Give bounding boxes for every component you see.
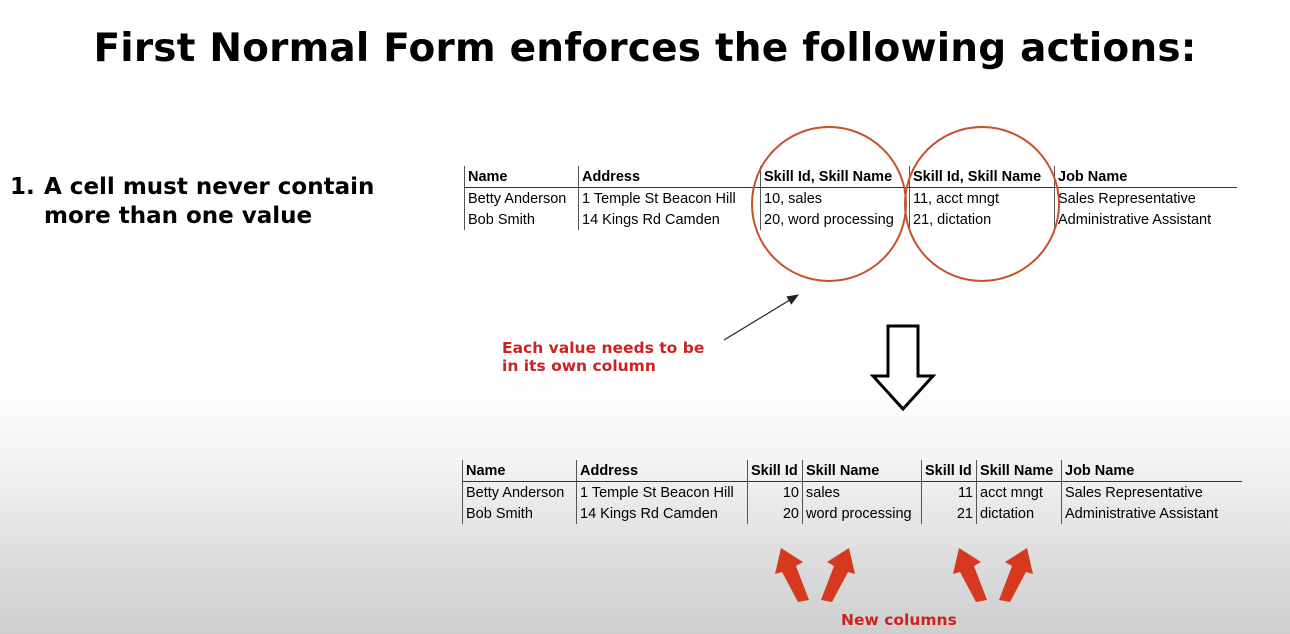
header-cell: Skill Id (921, 460, 977, 482)
header-cell: Address (578, 166, 761, 188)
table-row: Bob Smith 14 Kings Rd Camden 20 word pro… (462, 503, 1242, 524)
rule-line-2: more than one value (44, 203, 313, 229)
table-header-row: Name Address Skill Id, Skill Name Skill … (464, 166, 1237, 188)
table-cell: 14 Kings Rd Camden (578, 209, 761, 230)
annotation-line-2: in its own column (502, 357, 656, 375)
header-cell: Skill Id (747, 460, 803, 482)
table-cell: 11 (921, 481, 977, 503)
table-cell: acct mngt (976, 481, 1062, 503)
table-cell: Administrative Assistant (1061, 503, 1242, 524)
table-cell: word processing (802, 503, 922, 524)
table-cell: Betty Anderson (462, 481, 577, 503)
table-cell: 14 Kings Rd Camden (576, 503, 748, 524)
table-cell: 20 (747, 503, 803, 524)
table-header-row: Name Address Skill Id Skill Name Skill I… (462, 460, 1242, 482)
table-cell: Sales Representative (1061, 481, 1242, 503)
header-cell: Skill Name (976, 460, 1062, 482)
table-cell: 21 (921, 503, 977, 524)
rule-line-1: A cell must never contain (44, 174, 375, 200)
up-arrow-icon (775, 548, 855, 602)
table-cell: 1 Temple St Beacon Hill (578, 187, 761, 209)
header-cell: Job Name (1054, 166, 1237, 188)
pointer-arrow-icon (723, 294, 800, 341)
header-cell: Name (462, 460, 577, 482)
slide-title: First Normal Form enforces the following… (93, 26, 1197, 71)
table-cell: sales (802, 481, 922, 503)
highlight-circle-icon (904, 126, 1060, 282)
annotation-line-1: Each value needs to be (502, 339, 705, 357)
annotation-note: Each value needs to be in its own column (502, 339, 704, 375)
table-cell: Bob Smith (462, 503, 577, 524)
header-cell: Name (464, 166, 579, 188)
table-before: Name Address Skill Id, Skill Name Skill … (464, 166, 1237, 230)
header-cell: Job Name (1061, 460, 1242, 482)
up-arrow-icon (953, 548, 1033, 602)
rule-point: 1. A cell must never contain more than on… (10, 173, 430, 231)
table-cell: dictation (976, 503, 1062, 524)
table-cell: 11, acct mngt (909, 187, 1055, 209)
table-cell: 10 (747, 481, 803, 503)
new-columns-label: New columns (841, 611, 957, 629)
table-after: Name Address Skill Id Skill Name Skill I… (462, 460, 1242, 524)
table-cell: Bob Smith (464, 209, 579, 230)
table-cell: Sales Representative (1054, 187, 1237, 209)
header-cell: Address (576, 460, 748, 482)
down-arrow-icon (869, 324, 937, 412)
table-row: Bob Smith 14 Kings Rd Camden 20, word pr… (464, 209, 1237, 230)
header-cell: Skill Id, Skill Name (760, 166, 910, 188)
table-cell: 1 Temple St Beacon Hill (576, 481, 748, 503)
table-cell: 20, word processing (760, 209, 910, 230)
table-row: Betty Anderson 1 Temple St Beacon Hill 1… (462, 481, 1242, 503)
table-cell: Administrative Assistant (1054, 209, 1237, 230)
table-row: Betty Anderson 1 Temple St Beacon Hill 1… (464, 187, 1237, 209)
table-cell: Betty Anderson (464, 187, 579, 209)
table-cell: 21, dictation (909, 209, 1055, 230)
header-cell: Skill Name (802, 460, 922, 482)
rule-number: 1. (10, 174, 35, 200)
table-cell: 10, sales (760, 187, 910, 209)
highlight-circle-icon (751, 126, 907, 282)
